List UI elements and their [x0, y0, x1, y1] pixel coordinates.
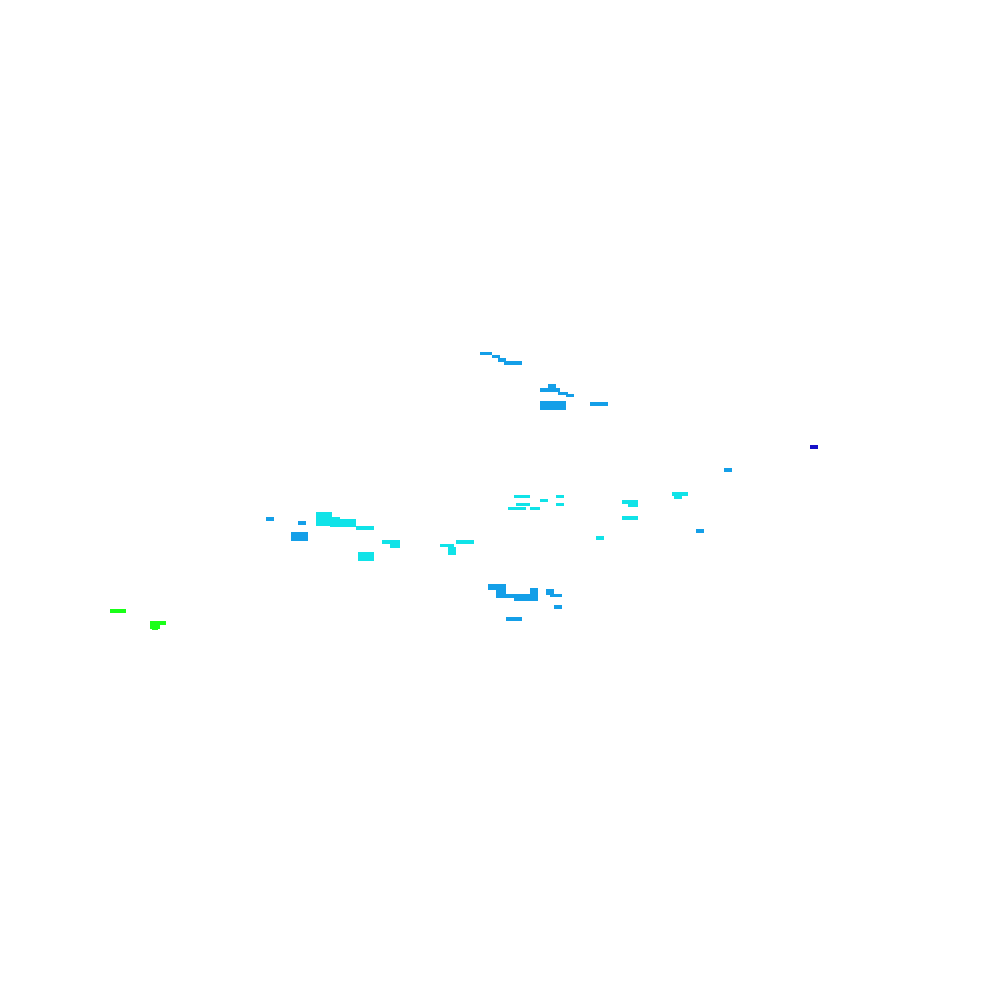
green-marks-segment-4 [152, 628, 158, 630]
west-cyan-cluster-segment-6 [382, 540, 400, 544]
central-cyan-cluster-segment-15 [456, 540, 474, 544]
south-blue-cluster-segment-6 [546, 589, 554, 595]
south-blue-cluster [488, 584, 562, 621]
central-cyan-cluster-segment-7 [556, 503, 564, 506]
central-cyan-cluster [440, 492, 688, 555]
west-cyan-cluster-segment-5 [356, 526, 374, 530]
north-blue-cluster-segment-7 [558, 392, 568, 395]
south-blue-cluster-segment-1 [488, 584, 506, 590]
central-cyan-cluster-segment-8 [622, 500, 638, 504]
south-blue-cluster-segment-5 [530, 588, 538, 600]
east-blue-marks-segment-1 [724, 468, 732, 472]
north-blue-cluster-segment-4 [504, 361, 522, 365]
west-cyan-cluster-segment-4 [316, 522, 356, 526]
north-blue-cluster-segment-5 [548, 384, 556, 388]
central-cyan-cluster-segment-2 [556, 495, 564, 498]
north-blue-cluster-segment-3 [498, 358, 506, 362]
north-blue-cluster-segment-9 [540, 401, 566, 410]
north-blue-cluster-segment-2 [492, 355, 500, 358]
central-cyan-cluster-segment-11 [672, 492, 688, 496]
central-cyan-cluster-segment-13 [596, 536, 604, 540]
green-marks-segment-1 [110, 609, 126, 613]
south-blue-cluster-segment-2 [496, 590, 506, 595]
south-blue-cluster-segment-4 [514, 596, 538, 601]
central-cyan-cluster-segment-3 [540, 499, 548, 502]
west-blue-cluster-segment-2 [298, 521, 306, 525]
west-cyan-cluster-segment-8 [358, 552, 374, 561]
west-cyan-cluster-segment-7 [390, 544, 400, 548]
north-blue-cluster-segment-6 [540, 388, 560, 392]
central-cyan-cluster-segment-6 [530, 507, 540, 510]
east-blue-marks-segment-2 [696, 529, 704, 533]
east-blue-marks [696, 468, 732, 533]
central-cyan-cluster-segment-10 [622, 516, 638, 520]
south-blue-cluster-segment-9 [506, 617, 522, 621]
central-cyan-cluster-segment-4 [516, 503, 530, 506]
central-cyan-cluster-segment-9 [628, 504, 638, 507]
dark-blue-mark [810, 445, 818, 449]
central-cyan-cluster-segment-14 [440, 544, 454, 547]
north-blue-cluster-segment-8 [566, 394, 574, 397]
west-cyan-cluster-segment-1 [316, 512, 332, 517]
central-cyan-cluster-segment-16 [448, 547, 456, 555]
central-cyan-cluster-segment-12 [674, 496, 682, 499]
west-cyan-cluster-segment-2 [316, 517, 340, 522]
west-blue-cluster-segment-3 [291, 532, 308, 541]
dark-blue-mark-segment-1 [810, 445, 818, 449]
green-marks-segment-3 [150, 624, 160, 629]
green-marks-segment-2 [150, 621, 166, 625]
south-blue-cluster-segment-8 [554, 605, 562, 609]
central-cyan-cluster-segment-1 [514, 495, 530, 498]
north-blue-cluster-segment-1 [480, 352, 492, 355]
north-blue-cluster-segment-10 [590, 402, 608, 406]
central-cyan-cluster-segment-5 [508, 507, 526, 510]
west-blue-cluster [266, 517, 308, 541]
west-cyan-cluster [316, 512, 400, 561]
west-blue-cluster-segment-1 [266, 517, 274, 521]
north-blue-cluster [480, 352, 608, 410]
south-blue-cluster-segment-7 [550, 594, 562, 597]
green-marks [110, 609, 166, 630]
